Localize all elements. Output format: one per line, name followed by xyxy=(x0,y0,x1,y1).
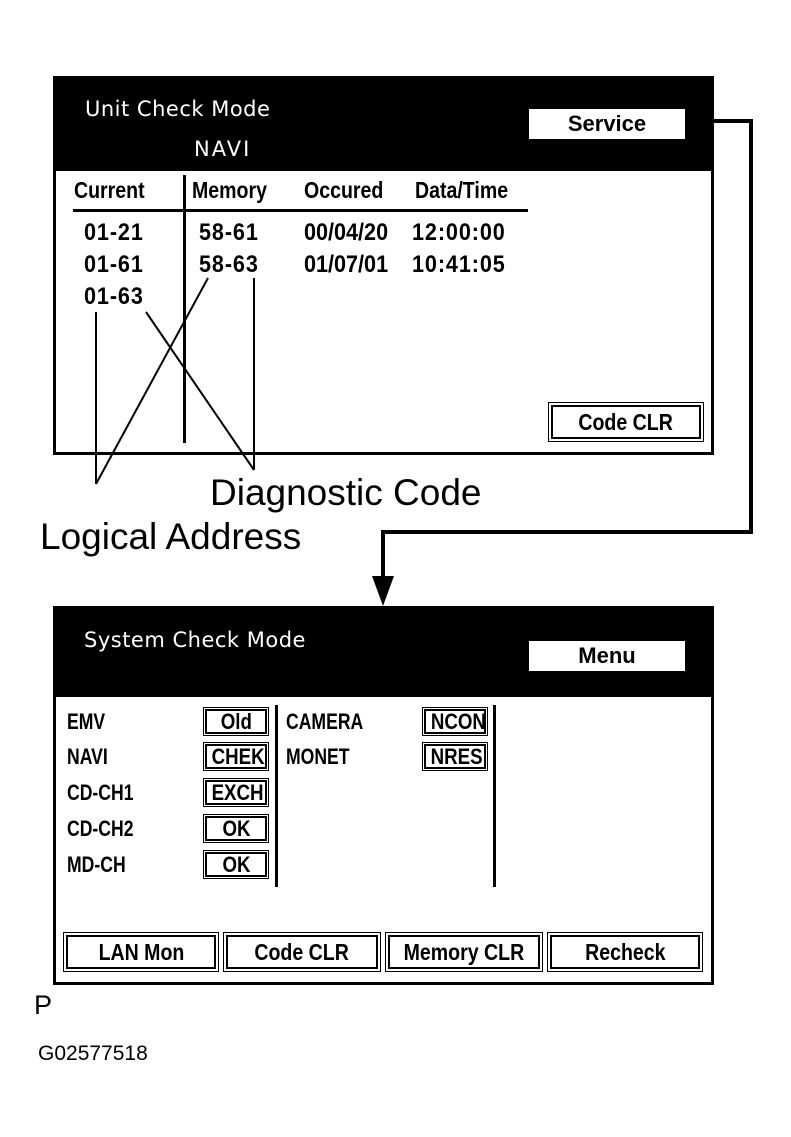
status-monet[interactable]: NRES xyxy=(422,742,488,771)
footer-letter: P xyxy=(34,990,53,1020)
header-data-time: Data/Time xyxy=(415,177,509,203)
unit-check-subtitle: NAVI xyxy=(194,137,252,161)
memory-code: 58-61 xyxy=(199,219,259,246)
system-name-camera: CAMERA xyxy=(286,709,364,734)
system-check-title-bar: System Check Mode Menu xyxy=(56,609,711,697)
header-memory: Memory xyxy=(192,177,267,203)
memory-occured: 00/04/20 xyxy=(304,219,389,246)
menu-button[interactable]: Menu xyxy=(527,639,687,673)
column-divider-1 xyxy=(275,705,278,887)
column-divider xyxy=(183,175,186,443)
lan-mon-button[interactable]: LAN Mon xyxy=(63,932,219,972)
status-cd-ch2[interactable]: OK xyxy=(203,814,269,843)
code-clr-button[interactable]: Code CLR xyxy=(548,402,704,442)
header-occured: Occured xyxy=(304,177,384,203)
unit-check-title-bar: Unit Check Mode NAVI Service xyxy=(56,79,711,171)
figure-id: G02577518 xyxy=(38,1042,148,1065)
memory-time: 10:41:05 xyxy=(412,251,506,278)
system-check-title: System Check Mode xyxy=(84,628,306,652)
status-navi[interactable]: CHEK xyxy=(203,742,269,771)
status-emv[interactable]: Old xyxy=(203,707,269,736)
column-divider-2 xyxy=(493,705,496,887)
code-clr-button-system[interactable]: Code CLR xyxy=(223,932,381,972)
status-camera[interactable]: NCON xyxy=(422,707,488,736)
code-clr-label: Code CLR xyxy=(578,409,674,435)
system-name-monet: MONET xyxy=(286,744,350,769)
status-md-ch[interactable]: OK xyxy=(203,850,269,879)
system-name-md-ch: MD-CH xyxy=(67,852,126,877)
current-code: 01-21 xyxy=(84,219,144,246)
status-cd-ch1[interactable]: EXCH xyxy=(203,778,269,807)
diagnostic-code-callout: Diagnostic Code xyxy=(210,472,482,513)
logical-address-callout: Logical Address xyxy=(40,516,302,557)
unit-check-panel: Unit Check Mode NAVI Service Current Mem… xyxy=(53,76,714,455)
unit-check-title: Unit Check Mode xyxy=(85,97,271,121)
header-current: Current xyxy=(74,177,145,203)
current-code: 01-63 xyxy=(84,283,144,310)
system-name-emv: EMV xyxy=(67,709,106,734)
current-code: 01-61 xyxy=(84,251,144,278)
system-name-navi: NAVI xyxy=(67,744,108,769)
system-name-cd-ch2: CD-CH2 xyxy=(67,816,134,841)
recheck-button[interactable]: Recheck xyxy=(547,932,703,972)
memory-occured: 01/07/01 xyxy=(304,251,389,278)
arrow-head-icon xyxy=(372,576,394,606)
system-check-panel: System Check Mode Menu EMV Old NAVI CHEK… xyxy=(53,606,714,985)
memory-time: 12:00:00 xyxy=(412,219,506,246)
service-button[interactable]: Service xyxy=(527,107,687,141)
header-underline xyxy=(73,209,528,212)
memory-clr-button[interactable]: Memory CLR xyxy=(385,932,543,972)
memory-code: 58-63 xyxy=(199,251,259,278)
system-name-cd-ch1: CD-CH1 xyxy=(67,780,134,805)
